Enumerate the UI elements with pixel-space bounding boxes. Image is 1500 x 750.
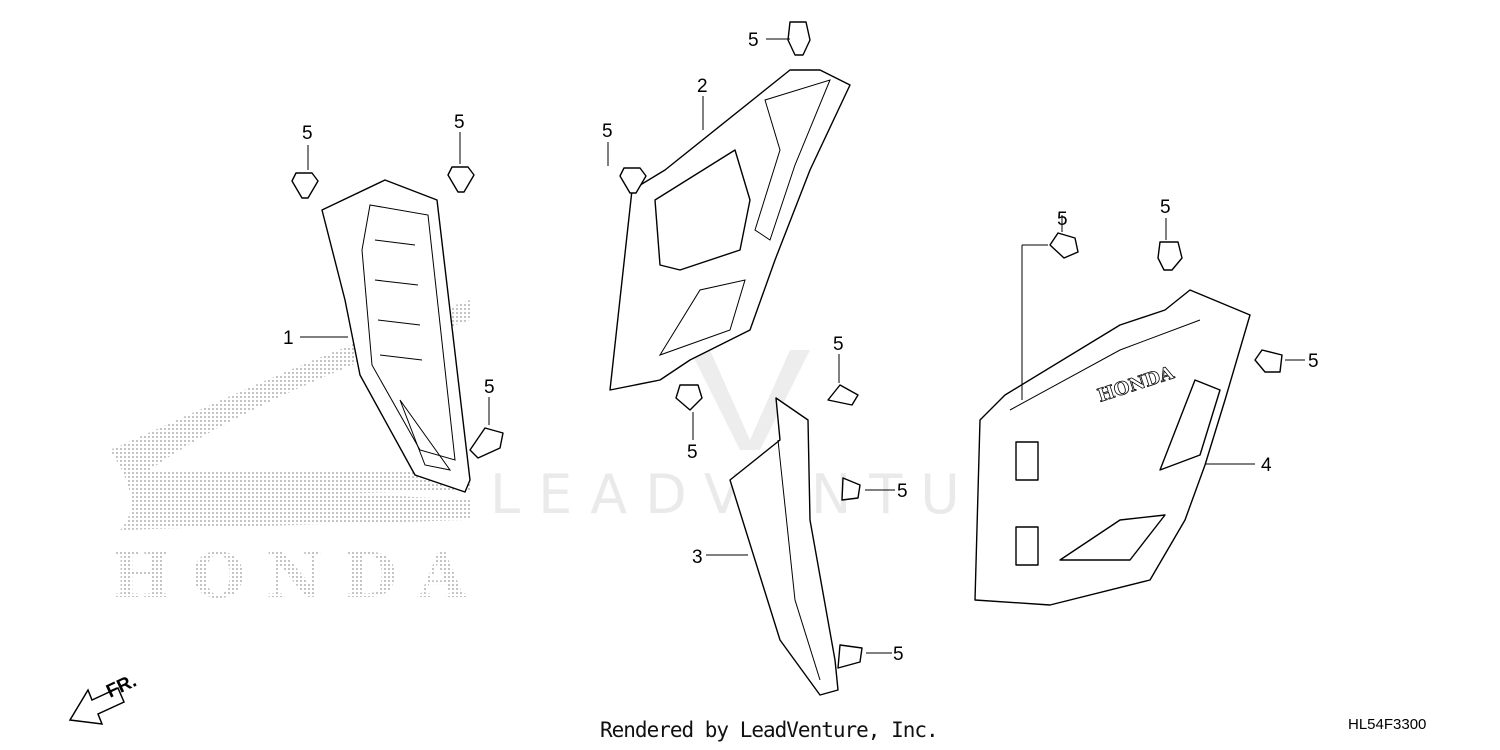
callout-fastener-10: 5 <box>1308 351 1319 372</box>
callout-labels: 1 2 3 4 5 5 5 5 5 5 5 5 5 5 5 5 <box>283 30 1319 665</box>
callout-fastener-9: 5 <box>1160 197 1171 218</box>
callout-part-3: 3 <box>692 547 703 568</box>
callout-fastener-5: 5 <box>748 30 759 51</box>
part-4-panel: HONDA <box>974 289 1251 606</box>
watermark-mark <box>690 350 810 450</box>
callout-part-1: 1 <box>283 328 294 349</box>
leader-lines <box>300 38 1305 654</box>
callout-part-2: 2 <box>697 76 708 97</box>
callout-fastener-1: 5 <box>302 123 313 144</box>
part-2-panel <box>609 69 851 391</box>
callout-fastener-3: 5 <box>484 377 495 398</box>
callout-fastener-6: 5 <box>687 442 698 463</box>
callout-fastener-8: 5 <box>1057 209 1068 230</box>
callout-fastener-11: 5 <box>897 481 908 502</box>
fastener-clips <box>291 21 1283 669</box>
callout-part-4: 4 <box>1261 455 1272 476</box>
honda-logo-text: HONDA <box>112 539 472 612</box>
callout-fastener-12: 5 <box>893 644 904 665</box>
part-3-strip <box>729 397 839 696</box>
callout-fastener-7: 5 <box>833 334 844 355</box>
part-code: HL54F3300 <box>1348 716 1427 733</box>
callout-fastener-4: 5 <box>602 121 613 142</box>
credit-text: Rendered by LeadVenture, Inc. <box>600 718 939 742</box>
front-direction-arrow: FR. <box>68 671 140 725</box>
part-1-panel <box>321 179 471 493</box>
callout-fastener-2: 5 <box>454 112 465 133</box>
